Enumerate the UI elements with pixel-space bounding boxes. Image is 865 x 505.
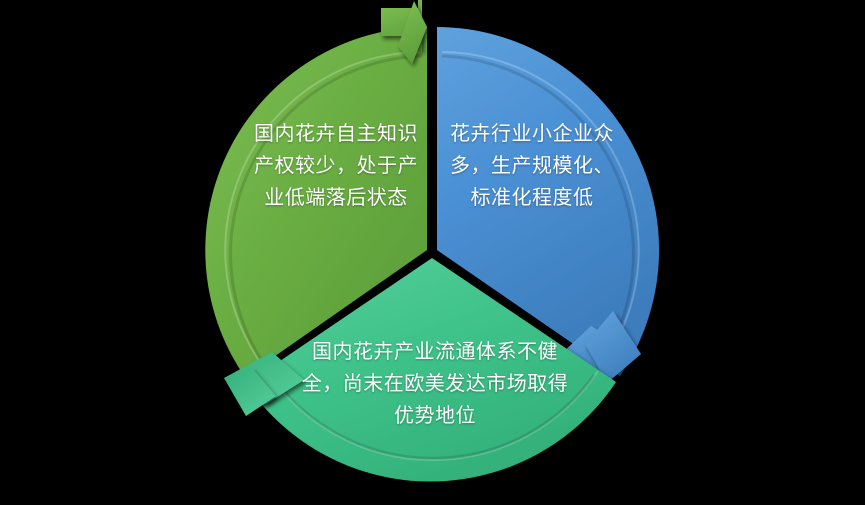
segment-blue-body[interactable] [437, 27, 660, 376]
arrow-up-left-icon [224, 352, 304, 404]
segment-green[interactable] [205, 0, 427, 377]
segment-teal[interactable] [224, 258, 616, 482]
arrow-down-left-tail-icon [585, 311, 641, 383]
segment-green-inner-arc-shadow [229, 54, 423, 365]
segment-blue[interactable] [437, 27, 660, 383]
segment-green-body[interactable] [205, 27, 427, 377]
segment-teal-inner-arc [267, 370, 599, 462]
segment-green-inner-arc [224, 51, 423, 363]
arrow-up-right-tip-icon [398, 1, 427, 64]
segment-teal-body[interactable] [246, 258, 616, 482]
segment-teal-inner-arc-shadow [270, 374, 596, 460]
segment-blue-inner-arc [441, 51, 640, 363]
segment-blue-inner-arc-shadow [441, 54, 635, 365]
arrow-up-left-tail-icon [224, 368, 276, 416]
